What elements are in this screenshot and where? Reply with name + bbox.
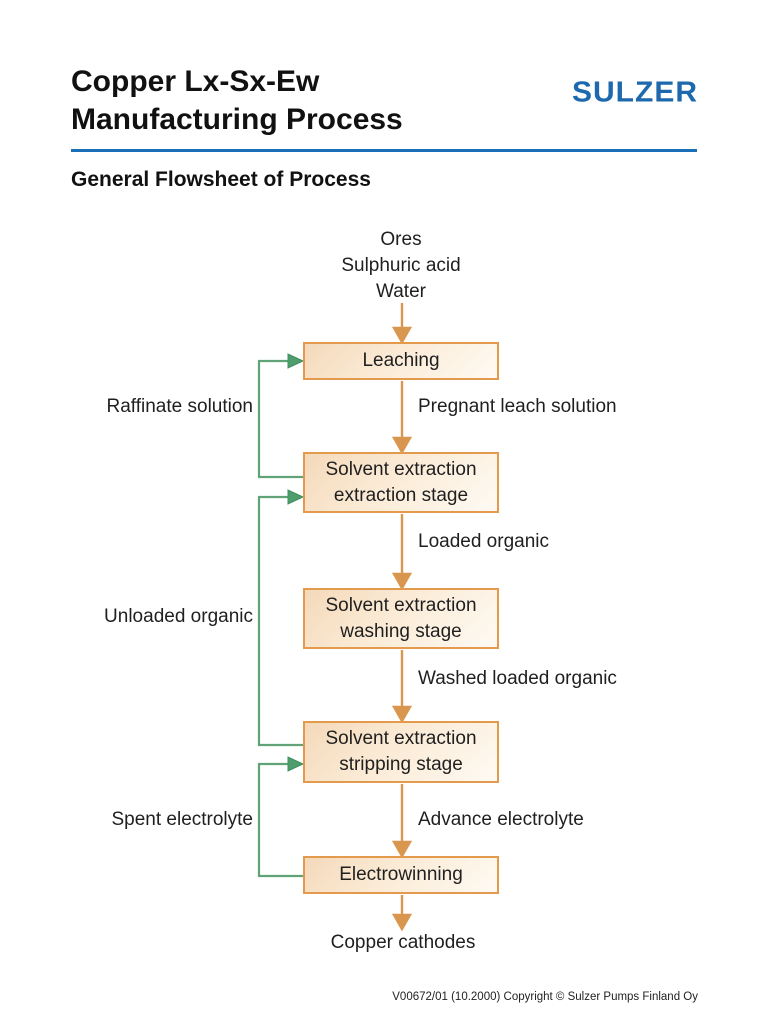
arrowhead-raffinate-into-leaching: [287, 353, 305, 369]
arrowhead-unloaded-into-extraction: [287, 489, 305, 505]
process-box-sx-extraction-stage: Solvent extraction extraction stage: [303, 452, 499, 513]
process-box-label: Solvent extraction: [325, 458, 477, 480]
title-divider-line: [71, 149, 697, 152]
line-spent-electrolyte-recycle: [257, 762, 303, 878]
recycle-lines: [257, 359, 303, 878]
recycle-label-spent-electrolyte: Spent electrolyte: [111, 809, 253, 830]
arrowhead-extraction-to-washing: [391, 572, 413, 591]
input-ores: Ores: [380, 229, 422, 250]
arrowhead-electrowinning-to-cathodes: [391, 913, 413, 932]
output-copper-cathodes: Copper cathodes: [330, 932, 476, 953]
page-title-line-2: Manufacturing Process: [71, 103, 403, 136]
section-heading: General Flowsheet of Process: [71, 168, 371, 191]
arrowhead-inputs-to-leaching: [391, 326, 413, 345]
page-title-line-1: Copper Lx-Sx-Ew: [71, 65, 320, 98]
process-box-leaching: Leaching: [303, 342, 499, 380]
arrowhead-stripping-to-electrowinning: [391, 840, 413, 859]
process-box-label: Electrowinning: [339, 864, 463, 885]
line-raffinate-recycle: [257, 359, 303, 479]
process-box-sx-washing-stage: Solvent extraction washing stage: [303, 588, 499, 649]
flow-label-loaded-organic: Loaded organic: [418, 531, 549, 552]
arrowhead-leaching-to-extraction: [391, 436, 413, 455]
recycle-label-unloaded-organic: Unloaded organic: [104, 606, 253, 627]
arrowhead-washing-to-stripping: [391, 705, 413, 724]
process-box-label: extraction stage: [333, 484, 469, 506]
process-box-label: washing stage: [340, 620, 462, 642]
flow-label-washed-loaded-organic: Washed loaded organic: [418, 668, 617, 689]
process-box-label: stripping stage: [339, 754, 463, 775]
process-box-label: Solvent extraction: [325, 594, 477, 616]
line-unloaded-organic-recycle: [257, 495, 303, 747]
input-sulphuric-acid: Sulphuric acid: [341, 255, 461, 276]
flow-label-pregnant-leach-solution: Pregnant leach solution: [418, 396, 617, 417]
process-box-label: Leaching: [362, 350, 440, 371]
process-box-sx-stripping-stage: Solvent extraction stripping stage: [303, 721, 499, 783]
page-title: Copper Lx-Sx-Ew Manufacturing Process: [71, 63, 403, 139]
arrowhead-spent-into-stripping: [287, 756, 305, 772]
footer-copyright: V00672/01 (10.2000) Copyright © Sulzer P…: [392, 991, 698, 1003]
recycle-arrowheads: [287, 353, 305, 772]
sulzer-logo: SULZER: [572, 76, 698, 109]
input-streams-label: Ores Sulphuric acid Water: [283, 227, 519, 305]
flow-label-advance-electrolyte: Advance electrolyte: [418, 809, 584, 830]
recycle-label-raffinate-solution: Raffinate solution: [106, 396, 253, 417]
input-water: Water: [376, 281, 426, 302]
process-box-label: Solvent extraction: [325, 728, 477, 749]
process-box-electrowinning: Electrowinning: [303, 856, 499, 894]
